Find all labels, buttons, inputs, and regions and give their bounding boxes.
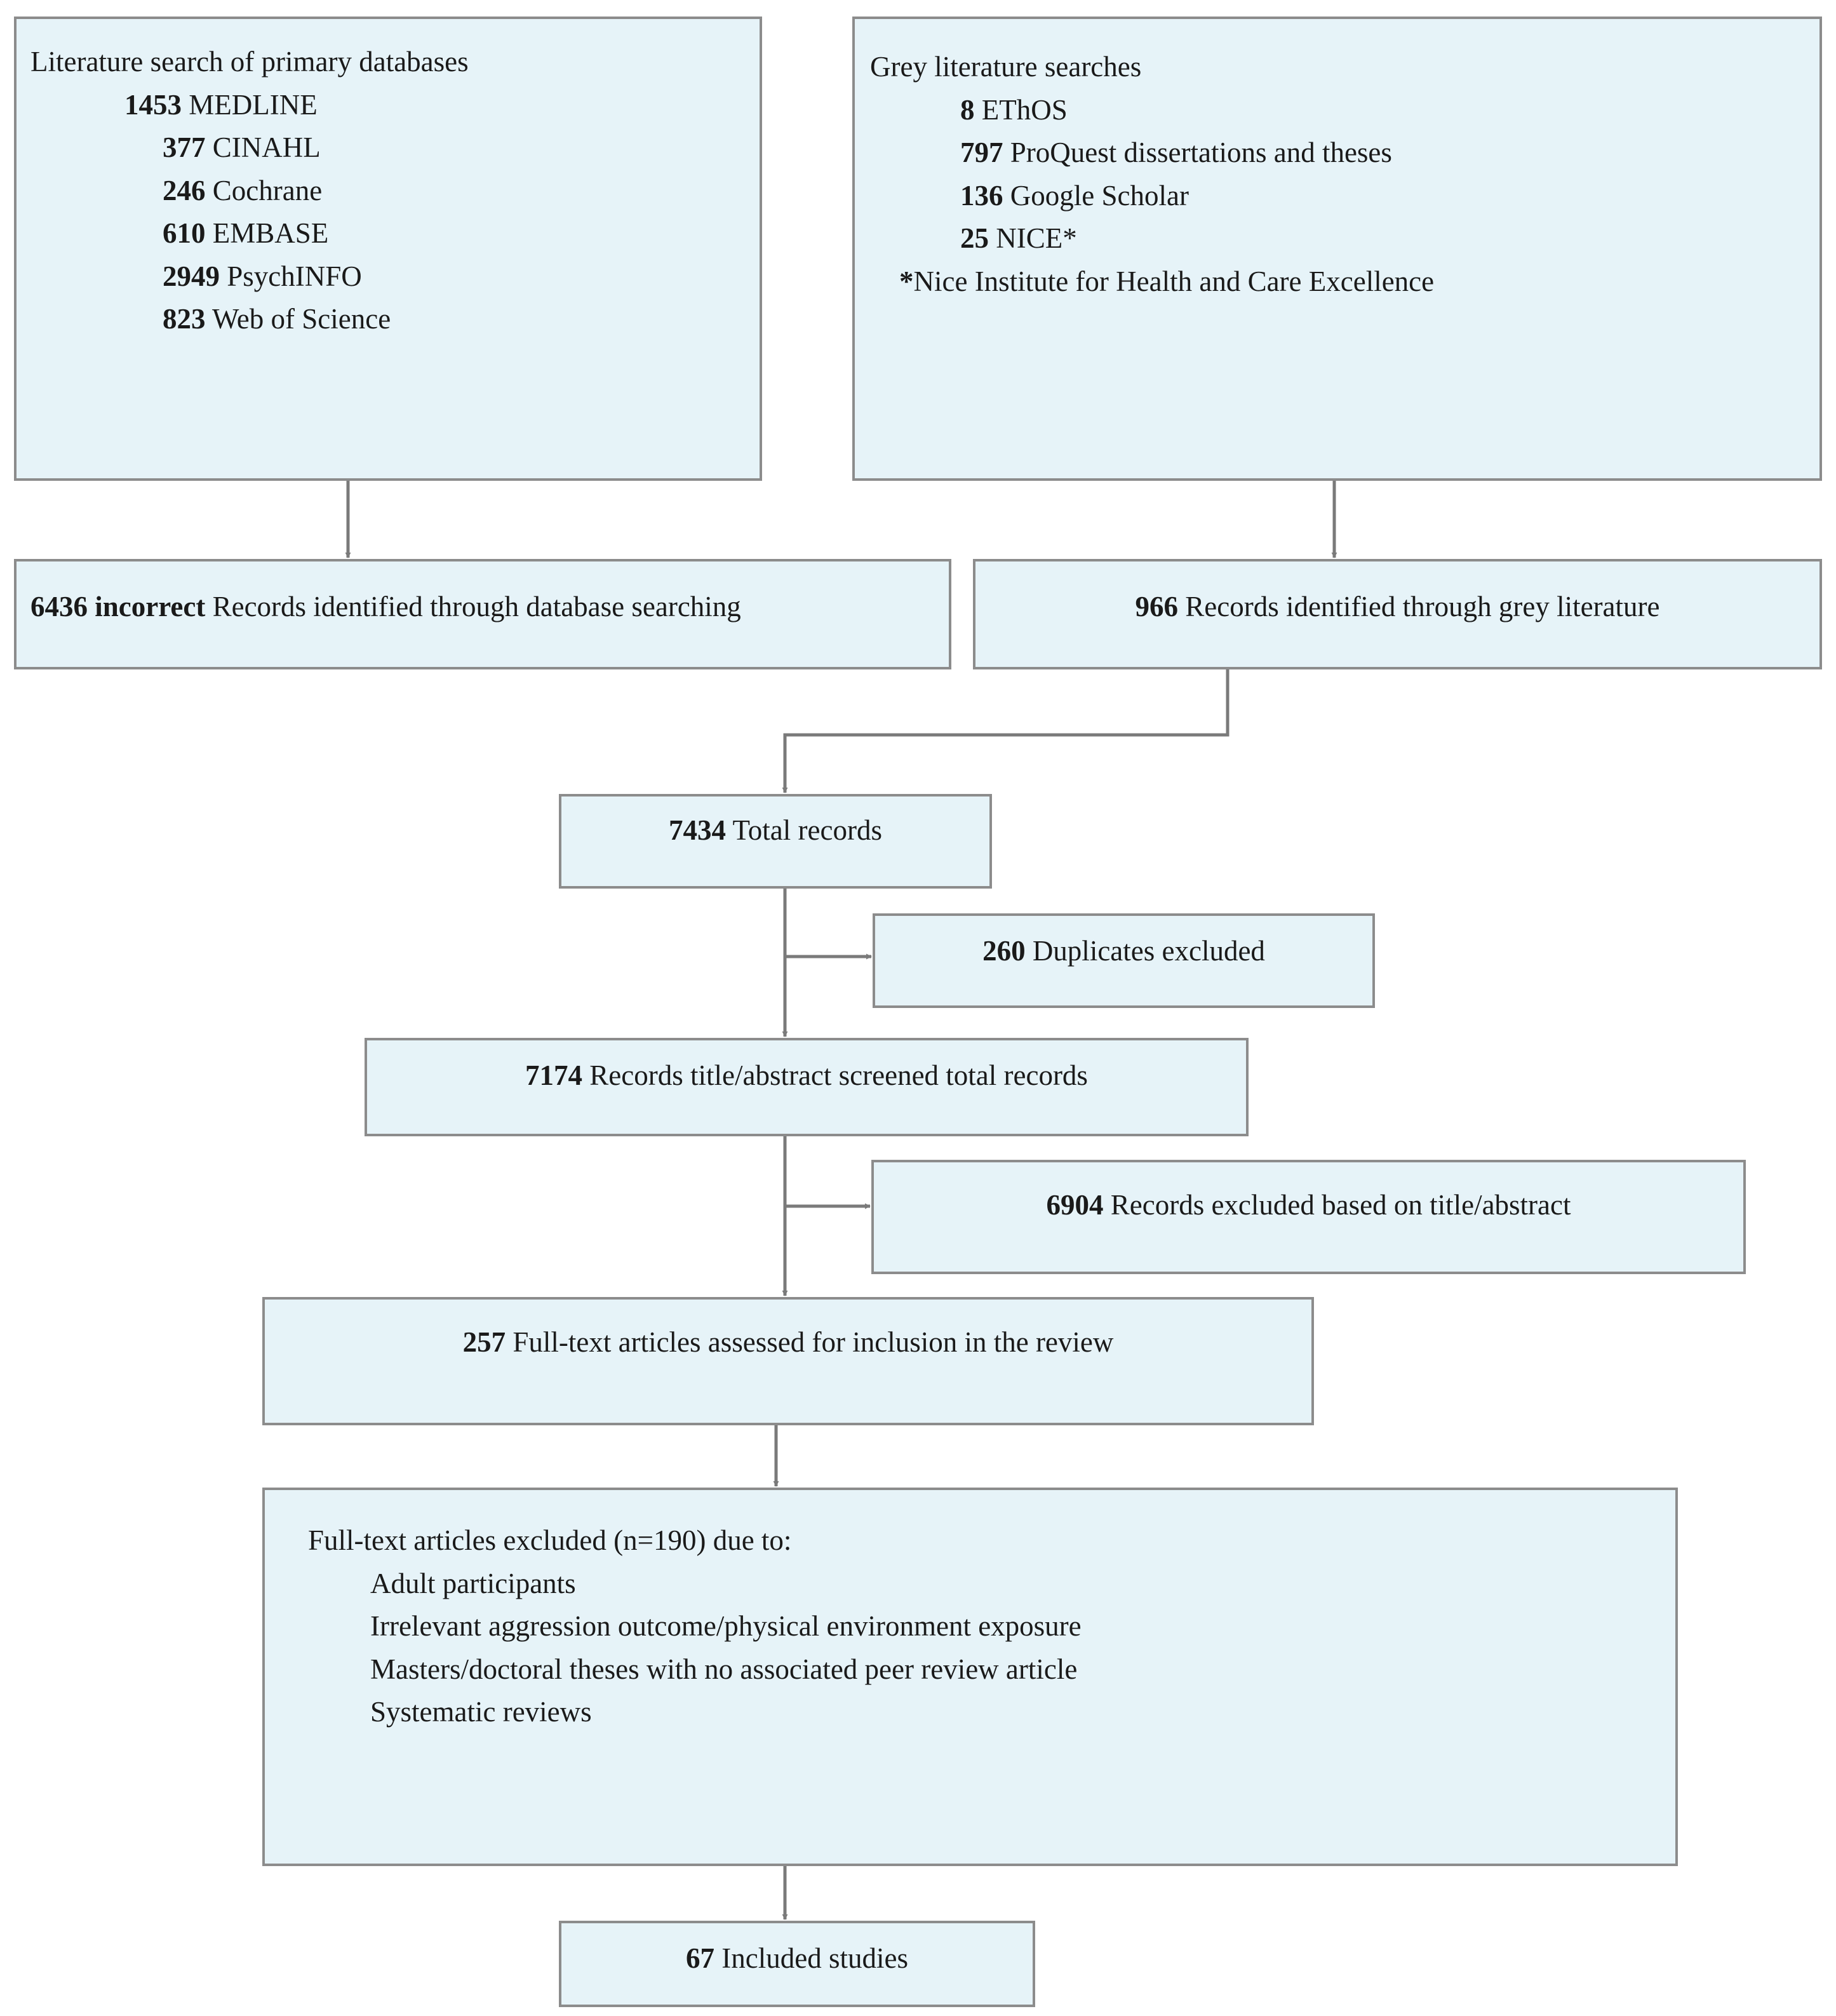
primary-item-cinahl: 377 CINAHL — [163, 131, 321, 163]
grey-footnote: *Nice Institute for Health and Care Exce… — [899, 265, 1435, 297]
screened-count: 7174 — [525, 1059, 583, 1091]
arrow-grey-records-to-total — [782, 669, 1230, 793]
fulltext-excluded-title: Full-text articles excluded (n=190) due … — [308, 1524, 792, 1556]
primary-item-medline: 1453 MEDLINE — [124, 88, 318, 121]
database-records-box: 6436 incorrect Records identified throug… — [14, 559, 951, 669]
grey-search-title: Grey literature searches — [870, 51, 1142, 83]
fulltext-assessed-box: 257 Full-text articles assessed for incl… — [262, 1297, 1314, 1425]
title-abstract-excluded-box: 6904 Records excluded based on title/abs… — [871, 1160, 1746, 1274]
screened-records-box: 7174 Records title/abstract screened tot… — [365, 1038, 1249, 1136]
duplicates-excluded-box: 260 Duplicates excluded — [873, 913, 1375, 1008]
included-studies-box: 67 Included studies — [559, 1921, 1035, 2007]
grey-item-ethos: 8 EThOS — [960, 93, 1068, 126]
total-records-box: 7434 Total records — [559, 794, 992, 889]
excluded-title-label: Records excluded based on title/abstract — [1110, 1189, 1571, 1221]
excluded-title-count: 6904 — [1046, 1189, 1104, 1221]
database-records-count: 6436 incorrect — [30, 591, 206, 622]
primary-item-psychinfo: 2949 PsychINFO — [163, 260, 362, 292]
fulltext-assessed-count: 257 — [462, 1326, 506, 1358]
primary-item-embase: 610 EMBASE — [163, 217, 329, 249]
primary-item-web-of-science: 823 Web of Science — [163, 303, 391, 335]
primary-search-title: Literature search of primary databases — [30, 46, 469, 77]
grey-records-label: Records identified through grey literatu… — [1185, 591, 1660, 622]
fulltext-assessed-label: Full-text articles assessed for inclusio… — [513, 1326, 1114, 1358]
grey-item-google-scholar: 136 Google Scholar — [960, 179, 1189, 212]
grey-literature-search-box: Grey literature searches 8 EThOS 797 Pro… — [852, 17, 1822, 481]
screened-label: Records title/abstract screened total re… — [589, 1059, 1088, 1091]
included-label: Included studies — [721, 1942, 908, 1974]
grey-item-proquest: 797 ProQuest dissertations and theses — [960, 137, 1392, 168]
duplicates-label: Duplicates excluded — [1032, 935, 1265, 967]
grey-records-count: 966 — [1135, 591, 1179, 622]
total-records-count: 7434 — [669, 814, 727, 846]
exclusion-reason: Systematic reviews — [370, 1696, 592, 1728]
exclusion-reason: Irrelevant aggression outcome/physical e… — [370, 1610, 1082, 1642]
fulltext-excluded-box: Full-text articles excluded (n=190) due … — [262, 1488, 1678, 1866]
included-count: 67 — [686, 1942, 715, 1974]
primary-database-search-box: Literature search of primary databases 1… — [14, 17, 762, 481]
primary-item-cochrane: 246 Cochrane — [163, 174, 323, 206]
exclusion-reason: Adult participants — [370, 1567, 576, 1599]
grey-records-box: 966 Records identified through grey lite… — [973, 559, 1822, 669]
exclusion-reason: Masters/doctoral theses with no associat… — [370, 1653, 1078, 1685]
grey-item-nice: 25 NICE* — [960, 222, 1077, 254]
database-records-label: Records identified through database sear… — [212, 591, 741, 622]
duplicates-count: 260 — [982, 935, 1026, 967]
total-records-label: Total records — [732, 814, 882, 846]
